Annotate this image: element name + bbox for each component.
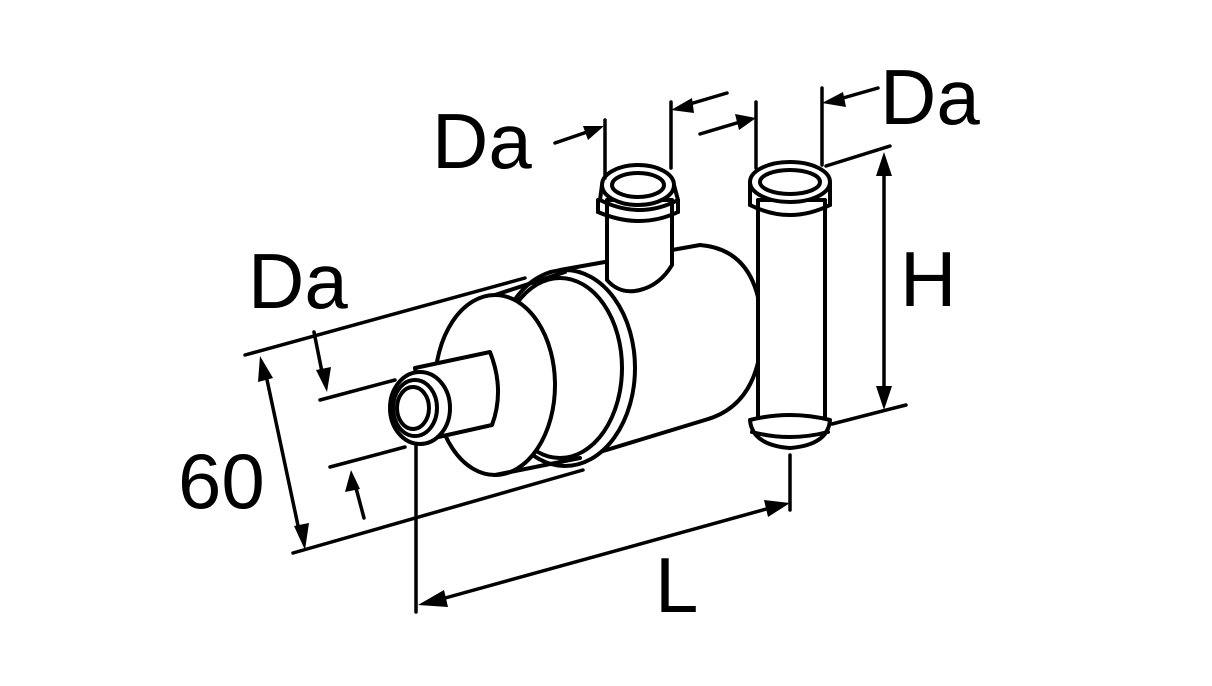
dimension-da-top-right (820, 86, 880, 167)
label-da-top-left: Da (432, 97, 532, 185)
dimension-da-inlet (312, 330, 407, 520)
top-left-pipe (596, 163, 680, 294)
dimension-60 (243, 276, 585, 555)
right-vertical-pipe (748, 160, 832, 450)
dimension-da-top-left (553, 91, 758, 180)
label-length: L (655, 541, 698, 629)
label-da-inlet: Da (248, 237, 348, 325)
dimension-height (824, 144, 908, 426)
label-da-top-right: Da (880, 53, 980, 141)
label-diameter-60: 60 (178, 437, 265, 525)
dimension-length (414, 444, 792, 614)
label-height: H (900, 235, 956, 323)
inlet-nozzle (388, 350, 501, 446)
